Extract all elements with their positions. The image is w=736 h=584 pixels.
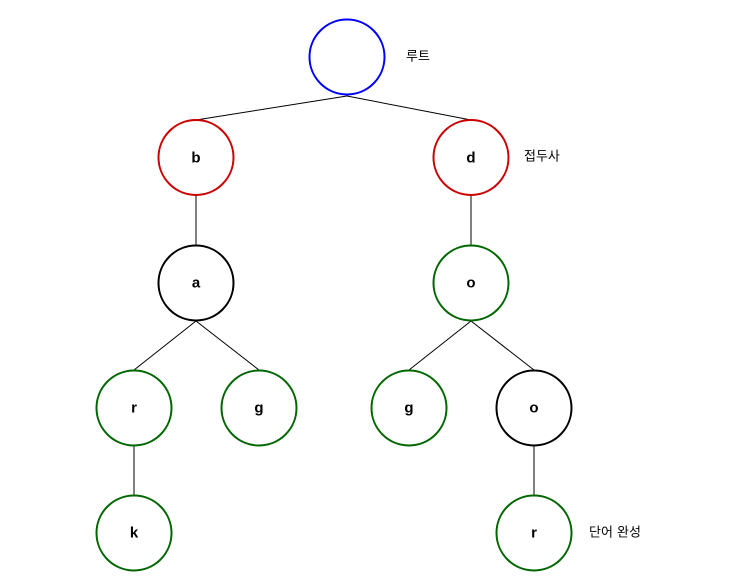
node-k: k bbox=[95, 494, 173, 572]
node-circle bbox=[95, 494, 173, 572]
nodes: b d a o r g g o k r bbox=[95, 18, 573, 572]
annotation-word-complete: 단어 완성 bbox=[589, 526, 641, 541]
node-label: a bbox=[192, 275, 201, 292]
edge-a-r bbox=[133, 320, 197, 371]
node-label: b bbox=[191, 150, 200, 167]
node-g2: g bbox=[370, 369, 448, 447]
annotation-prefix: 접두사 bbox=[524, 150, 560, 165]
node-circle bbox=[432, 119, 510, 196]
node-g1: g bbox=[220, 369, 298, 447]
edges bbox=[133, 95, 535, 495]
edge-root-b bbox=[195, 95, 348, 121]
node-circle bbox=[157, 119, 235, 196]
edge-o-g bbox=[408, 320, 472, 371]
node-circle bbox=[95, 369, 173, 447]
edge-root-d bbox=[346, 95, 472, 121]
node-circle bbox=[157, 244, 235, 322]
node-circle bbox=[220, 369, 298, 447]
node-label: o bbox=[466, 275, 475, 292]
node-label: r bbox=[531, 525, 537, 542]
node-label: o bbox=[529, 400, 538, 417]
node-circle bbox=[308, 18, 386, 96]
node-label: g bbox=[254, 400, 263, 417]
node-circle bbox=[432, 244, 510, 322]
edge-a-g bbox=[195, 320, 260, 371]
node-o1: o bbox=[432, 244, 510, 322]
node-circle bbox=[495, 369, 573, 447]
node-d: d bbox=[432, 119, 510, 196]
node-a: a bbox=[157, 244, 235, 322]
node-o2: o bbox=[495, 369, 573, 447]
edge-o-o bbox=[470, 320, 535, 371]
node-r2: r bbox=[495, 494, 573, 572]
node-circle bbox=[370, 369, 448, 447]
node-b: b bbox=[157, 119, 235, 196]
node-label: d bbox=[466, 150, 475, 167]
node-root bbox=[308, 18, 386, 96]
node-circle bbox=[495, 494, 573, 572]
node-label: g bbox=[404, 400, 413, 417]
node-label: r bbox=[131, 400, 137, 417]
node-label: k bbox=[130, 525, 139, 542]
node-r1: r bbox=[95, 369, 173, 447]
annotation-root: 루트 bbox=[406, 50, 430, 65]
